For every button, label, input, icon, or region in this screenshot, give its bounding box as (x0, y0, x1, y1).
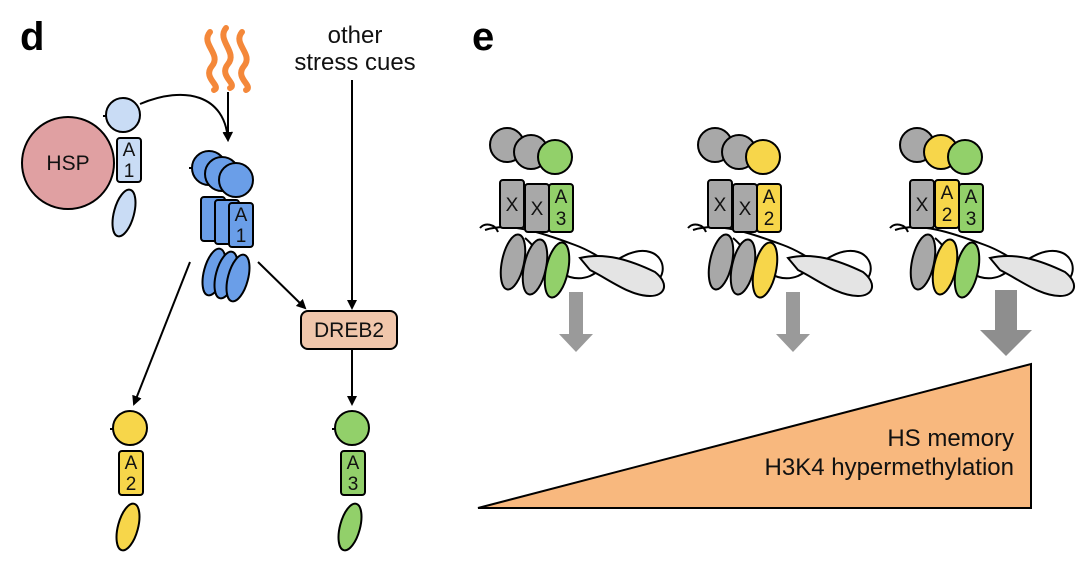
complex2-a2-number: 2 (764, 209, 775, 230)
complex-xx-a2: X X A 2 (687, 127, 873, 299)
complex1-x2: X (531, 199, 544, 220)
hsfa3-protein: A 3 (332, 410, 370, 552)
small-arrow-1 (559, 292, 593, 352)
hsfa1-inactive: A 1 (103, 97, 142, 238)
memory-label-line2: H3K4 hypermethylation (765, 454, 1014, 481)
stress-cues-label-line2: stress cues (294, 49, 415, 76)
panel-d-letter: d (20, 15, 44, 59)
complex1-x1: X (506, 195, 519, 216)
complex-x-a2-a3: X A 2 A 3 (889, 127, 1075, 299)
hsp-label: HSP (46, 152, 89, 175)
hsfa2-protein: A 2 (110, 410, 148, 552)
hsfa3-letter: A (347, 453, 360, 474)
hsp-circle (21, 116, 115, 210)
arrow-to-dreb2 (257, 261, 307, 310)
hsfa3-number: 3 (348, 474, 359, 495)
memory-wedge (477, 362, 1032, 509)
complex3-x: X (916, 195, 929, 216)
hsfa1-inactive-letter: A (123, 140, 136, 161)
complex2-a2-letter: A (763, 187, 776, 208)
hsfa1-inactive-number: 1 (124, 161, 135, 182)
hsfa2-number: 2 (126, 474, 137, 495)
complex1-a3-number: 3 (556, 209, 567, 230)
dna-icon (484, 226, 664, 284)
arrow-to-hsfa2 (132, 261, 191, 406)
small-arrow-2 (776, 292, 810, 352)
panel-e-letter: e (472, 15, 494, 59)
heat-wave-icon (204, 25, 251, 93)
complex2-x1: X (714, 195, 727, 216)
dreb2-box (300, 310, 398, 350)
complex1-a3-letter: A (555, 187, 568, 208)
panel-e: e X X A 3 (472, 15, 1075, 509)
hsfa1-trimer: A 1 (189, 150, 254, 303)
complex-xx-a3: X X A 3 (479, 127, 665, 299)
dreb2-label: DREB2 (314, 319, 384, 342)
hsfa2-letter: A (125, 453, 138, 474)
large-arrow (980, 290, 1032, 356)
memory-label-line1: HS memory (887, 425, 1014, 452)
hsfa1-trimer-letter: A (235, 205, 248, 226)
panel-d: d other stress cues HSP A 1 (20, 15, 416, 552)
stress-cues-label-line1: other (328, 22, 383, 49)
complex3-a3-number: 3 (966, 209, 977, 230)
complex3-a3-letter: A (965, 187, 978, 208)
hsfa1-trimer-number: 1 (236, 226, 247, 247)
complex2-x2: X (739, 199, 752, 220)
release-arrow (139, 93, 233, 142)
complex3-a2-number: 2 (942, 205, 953, 226)
complex3-a2-letter: A (941, 183, 954, 204)
